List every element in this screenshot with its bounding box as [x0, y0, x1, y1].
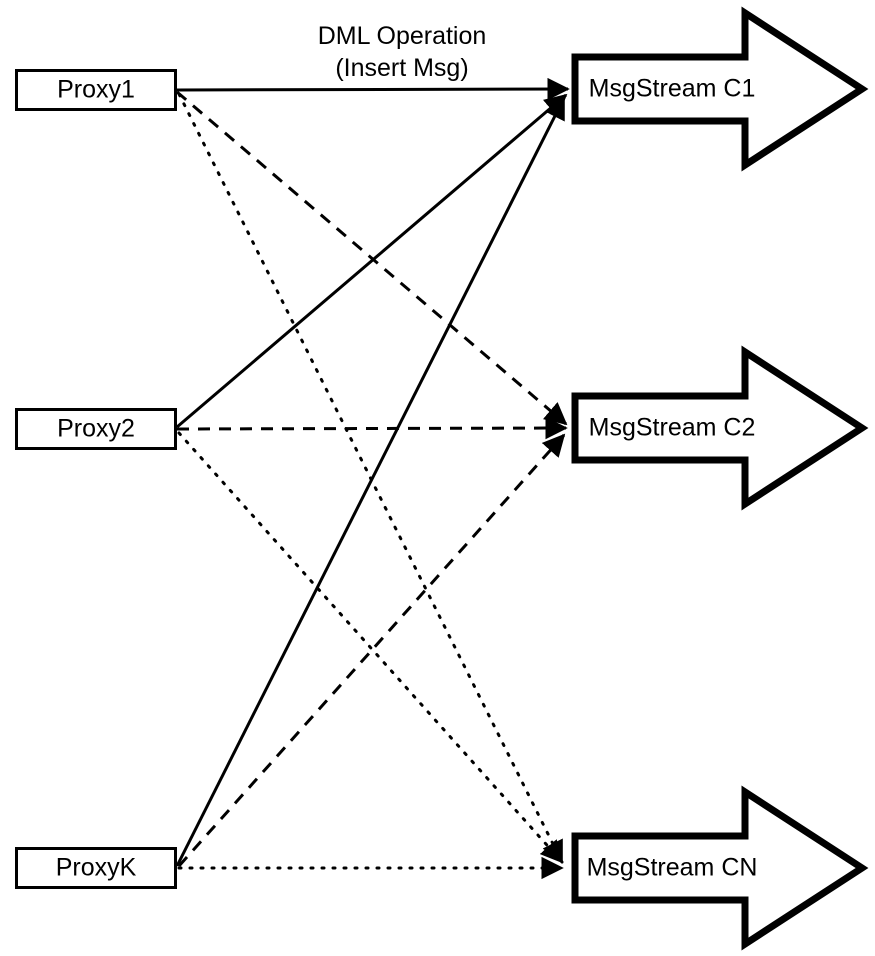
edge-proxy2-to-c2[interactable]	[176, 416, 568, 440]
edge-proxy1-to-c1[interactable]	[176, 77, 570, 101]
proxy2-label: Proxy2	[57, 415, 135, 443]
edge-group	[175, 77, 570, 880]
target-node-stream-c1[interactable]: MsgStream C1	[571, 6, 869, 172]
edge-proxyk-to-c1[interactable]	[175, 96, 566, 867]
target-node-stream-c2[interactable]: MsgStream C2	[571, 345, 869, 511]
stream-c1-label: MsgStream C1	[589, 75, 756, 103]
edge-proxy2-to-cn[interactable]	[177, 431, 564, 864]
source-node-proxy1[interactable]: Proxy1	[15, 69, 177, 111]
proxyk-box[interactable]	[15, 847, 177, 889]
source-node-proxy2[interactable]: Proxy2	[15, 408, 177, 450]
stream-c1-block-arrow[interactable]	[571, 6, 869, 172]
edge-label-line1: DML Operation	[318, 22, 487, 50]
stream-cn-block-arrow[interactable]	[571, 785, 869, 951]
stream-cn-label: MsgStream CN	[587, 854, 758, 882]
target-node-stream-cn[interactable]: MsgStream CN	[571, 785, 869, 951]
proxy1-box[interactable]	[15, 69, 177, 111]
edge-label-line2: (Insert Msg)	[335, 54, 468, 82]
edge-proxy1-to-cn[interactable]	[177, 92, 564, 864]
edge-proxy2-to-c1[interactable]	[176, 93, 568, 429]
stream-c2-block-arrow[interactable]	[571, 345, 869, 511]
proxy1-label: Proxy1	[57, 76, 135, 104]
edge-proxy1-to-c2[interactable]	[176, 90, 568, 426]
proxy2-box[interactable]	[15, 408, 177, 450]
edge-label-dml-operation: DML Operation (Insert Msg)	[318, 22, 487, 82]
stream-c2-label: MsgStream C2	[589, 414, 756, 442]
proxyk-label: ProxyK	[56, 854, 137, 882]
source-node-proxyk[interactable]: ProxyK	[15, 847, 177, 889]
